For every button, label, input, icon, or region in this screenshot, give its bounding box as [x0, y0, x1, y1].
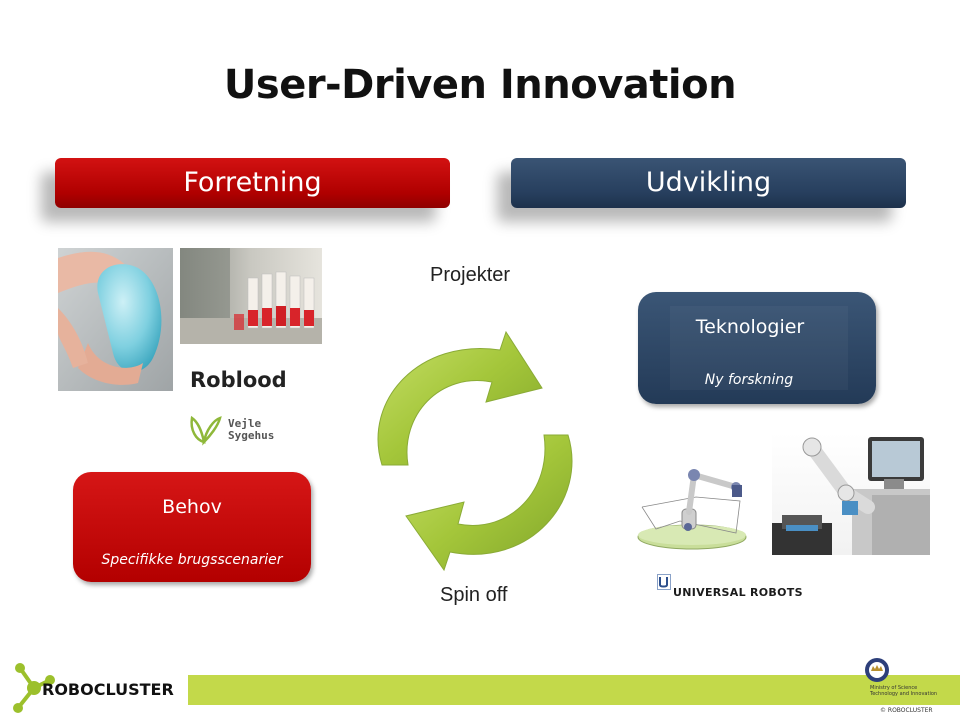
udvikling-banner: Udvikling — [511, 158, 906, 208]
universal-robots-text: UNIVERSAL ROBOTS — [673, 586, 803, 599]
copyright-text: © ROBOCLUSTER — [880, 707, 933, 714]
teknologier-title: Teknologier — [695, 316, 805, 338]
projekter-label: Projekter — [430, 264, 511, 286]
universal-robots-logo: UNIVERSAL ROBOTS — [657, 574, 807, 600]
robocluster-logo-text: ROBOCLUSTER — [42, 680, 174, 699]
vejle-sygehus-logo: Vejle Sygehus — [188, 412, 298, 446]
vejle-logo-line2: Sygehus — [228, 429, 275, 442]
teknologier-box: Teknologier Ny forskning — [638, 292, 876, 404]
spin-off-label: Spin off — [440, 584, 508, 606]
robot-arm-diagram — [636, 457, 754, 552]
teknologier-subtitle: Ny forskning — [704, 372, 794, 388]
top-arrow-icon — [377, 330, 543, 466]
robocluster-logo: ROBOCLUSTER — [12, 660, 184, 716]
crown-crest-icon — [865, 658, 889, 682]
arm-photo-image — [58, 248, 173, 391]
ministry-logo: Ministry of Science Technology and Innov… — [862, 657, 958, 707]
behov-subtitle: Specifikke brugsscenarier — [101, 552, 283, 568]
behov-box: Behov Specifikke brugsscenarier — [73, 472, 311, 582]
arm-photo — [58, 248, 173, 391]
vejle-leaf-icon — [190, 415, 222, 446]
footer-bar — [188, 675, 960, 705]
blood-vials-photo — [180, 248, 322, 344]
robocluster-molecule-icon — [13, 663, 55, 713]
slide-title: User-Driven Innovation — [223, 62, 737, 108]
blood-vials-image — [180, 248, 322, 344]
universal-robots-icon — [657, 574, 671, 590]
robot-arm-photo-image — [772, 433, 930, 555]
behov-title: Behov — [162, 496, 222, 518]
forretning-banner: Forretning — [55, 158, 450, 208]
roblood-label: Roblood — [190, 368, 287, 392]
cycle-arrows — [377, 330, 573, 572]
bottom-arrow-icon — [405, 434, 573, 572]
vejle-logo-line1: Vejle — [228, 417, 262, 430]
robot-arm-photo — [772, 433, 930, 555]
ministry-line2: Technology and Innovation — [870, 691, 938, 697]
ministry-line1: Ministry of Science — [870, 685, 918, 691]
robot-arm-diagram-image — [637, 469, 747, 550]
